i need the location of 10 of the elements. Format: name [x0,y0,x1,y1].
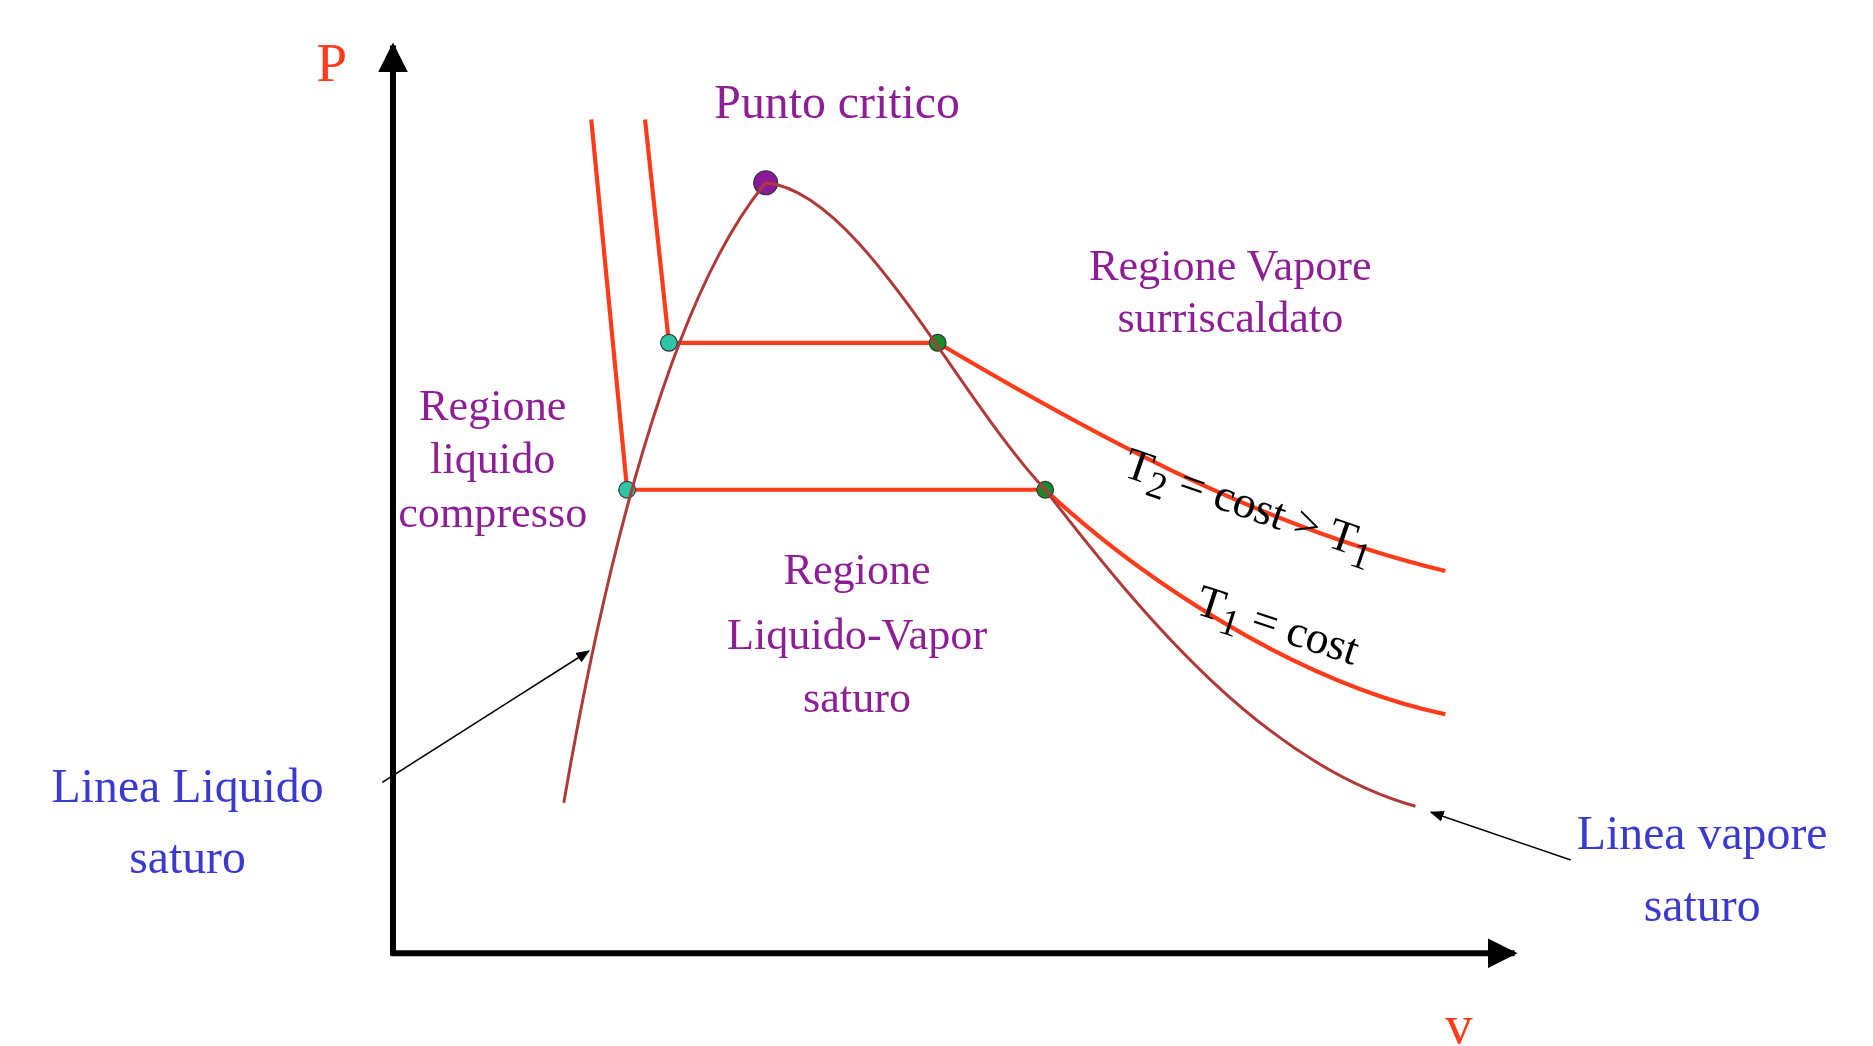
region-label: Regione Liquido-Vapor saturo [725,543,989,724]
leader-line [1429,811,1572,861]
point-label: Punto critico [714,74,960,131]
region-label: Regione liquido compresso [397,380,589,539]
curve-label: Linea vapore saturo [1540,797,1864,942]
region-label: Regione Vapore surriscaldato [1087,239,1373,345]
axis-label: v [1445,992,1473,1046]
leader-line [381,650,591,784]
axis-label: P [316,31,348,96]
curve-label: Linea Liquido saturo [14,750,361,894]
